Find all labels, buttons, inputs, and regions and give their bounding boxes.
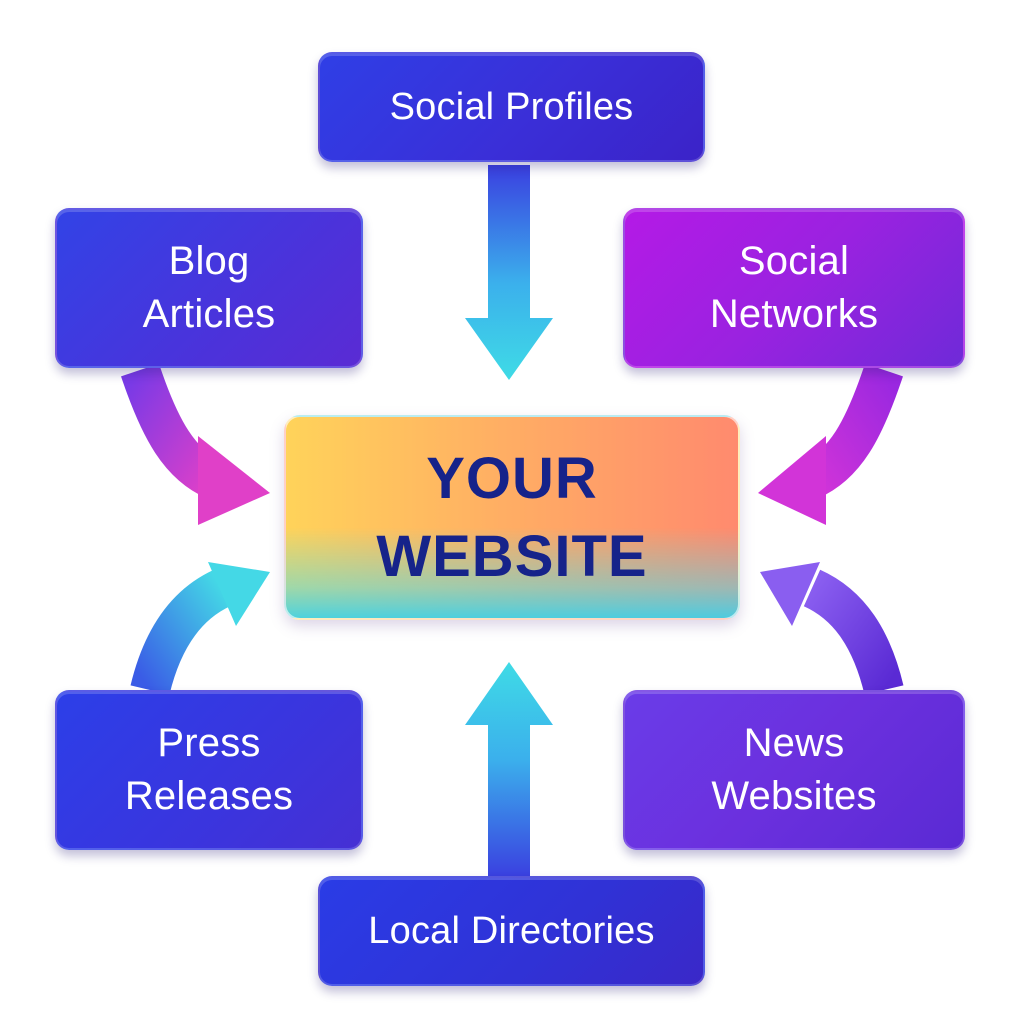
node-blog-articles: Blog Articles bbox=[55, 208, 363, 368]
center-label-line2: WEBSITE bbox=[376, 523, 648, 589]
node-label: Websites bbox=[711, 774, 877, 818]
node-label: Networks bbox=[709, 292, 879, 336]
node-label: News bbox=[743, 721, 845, 765]
node-social-networks: Social Networks bbox=[623, 208, 965, 368]
arrow-press-releases bbox=[130, 562, 270, 695]
node-label: Releases bbox=[124, 774, 294, 818]
center-node-your-website: YOUR WEBSITE bbox=[284, 415, 740, 620]
arrow-local-directories bbox=[465, 662, 553, 878]
arrow-blog-articles bbox=[121, 363, 270, 525]
node-label: Local Directories bbox=[368, 909, 655, 952]
node-local-directories: Local Directories bbox=[318, 876, 705, 986]
node-social-profiles: Social Profiles bbox=[318, 52, 705, 162]
arrow-social-networks bbox=[758, 363, 903, 525]
arrow-news-websites bbox=[760, 562, 904, 695]
node-label: Social bbox=[738, 239, 850, 283]
arrow-social-profiles bbox=[465, 165, 553, 380]
center-label-line1: YOUR bbox=[426, 445, 598, 511]
node-news-websites: News Websites bbox=[623, 690, 965, 850]
node-label: Blog bbox=[168, 239, 250, 283]
node-label: Articles bbox=[142, 292, 276, 336]
node-press-releases: Press Releases bbox=[55, 690, 363, 850]
node-label: Press bbox=[157, 721, 261, 765]
node-label: Social Profiles bbox=[389, 85, 634, 128]
